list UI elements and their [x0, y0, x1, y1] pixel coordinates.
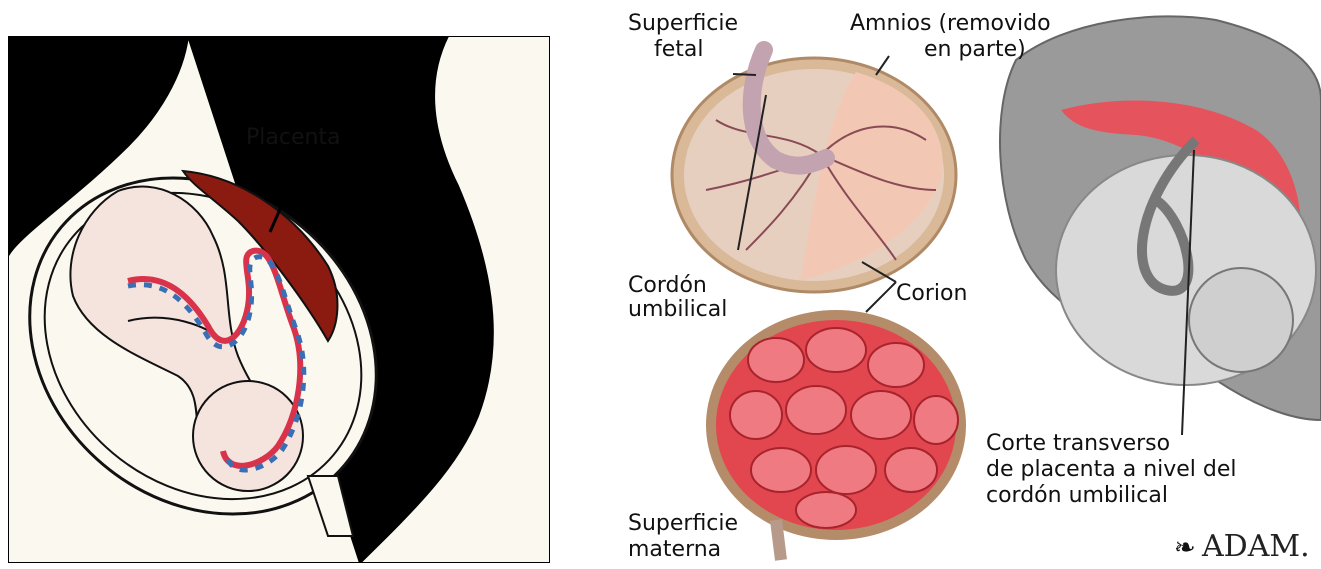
schematic-svg: Placenta — [8, 36, 550, 563]
adam-leaf-icon: ❧ — [1174, 533, 1196, 563]
placenta-schematic-diagram: Placenta — [8, 36, 550, 563]
fetal-surface-label-1: Superficie — [628, 11, 738, 36]
cross-section-label-1: Corte transverso — [986, 431, 1170, 456]
chorion-label: Corion — [896, 281, 967, 306]
cord-label-1: Cordón — [628, 273, 707, 298]
cord-label-2: umbilical — [628, 297, 727, 322]
umbilical-cord-bottom — [776, 520, 781, 560]
maternal-surface-label-1: Superficie — [628, 511, 738, 536]
amnion-label-1: Amnios (removido — [850, 11, 1051, 36]
amnion-label-2: en parte) — [924, 37, 1026, 62]
placenta-label: Placenta — [246, 125, 341, 150]
maternal-surface-label-2: materna — [628, 537, 721, 562]
placenta-anatomy-illustration: Superficie fetal Amnios (removido en par… — [596, 0, 1321, 565]
cross-section-fetus-head — [1189, 268, 1293, 372]
fetal-surface-label-2: fetal — [654, 37, 704, 62]
adam-logo-text: ADAM. — [1201, 529, 1310, 564]
anatomy-svg: Superficie fetal Amnios (removido en par… — [596, 0, 1321, 565]
adam-logo: ❧ ADAM. — [1174, 529, 1310, 564]
cross-section-label-2: de placenta a nivel del — [986, 457, 1237, 482]
cross-section-label-3: cordón umbilical — [986, 483, 1168, 508]
